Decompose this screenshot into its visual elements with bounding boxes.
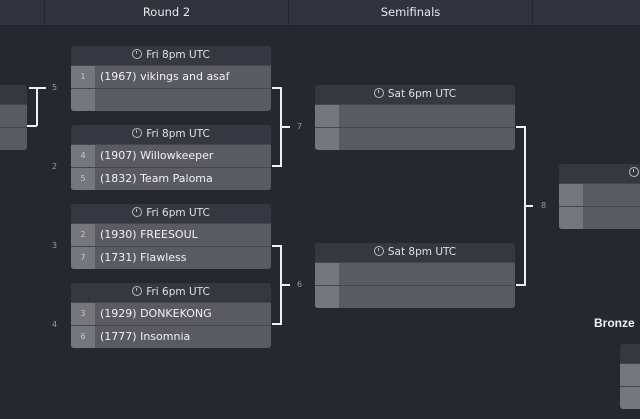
- clock-icon: [629, 167, 639, 177]
- team-row[interactable]: 1 (1967) vikings and asaf: [71, 65, 271, 88]
- match-number: 7: [297, 122, 303, 131]
- header-round-1: [0, 0, 44, 25]
- team-name: [95, 89, 100, 111]
- match-time: [559, 164, 640, 183]
- team-name: (1777) Insomnia: [100, 330, 191, 343]
- team-row[interactable]: 7 (1731) Flawless: [71, 246, 271, 269]
- seed: 2: [71, 224, 95, 246]
- team-row[interactable]: [315, 285, 515, 308]
- seed: 6: [71, 326, 95, 348]
- time-label: Fri 8pm UTC: [146, 49, 210, 61]
- team-name: (1832) Team Paloma: [100, 172, 213, 185]
- match-number: 6: [297, 280, 303, 289]
- header-finals: [532, 0, 640, 25]
- seed: 3: [71, 303, 95, 325]
- semifinal-match-1[interactable]: Sat 6pm UTC: [315, 85, 515, 150]
- bracket-connector: [281, 126, 290, 128]
- seed: 4: [71, 145, 95, 167]
- match-number: 3: [52, 241, 58, 250]
- team-row[interactable]: [315, 127, 515, 150]
- round1-match[interactable]: [0, 85, 27, 150]
- time-label: Fri 8pm UTC: [146, 128, 210, 140]
- team-row[interactable]: [559, 206, 640, 229]
- bracket-connector: [36, 87, 46, 89]
- header-round-2: Round 2: [44, 0, 288, 25]
- team-row[interactable]: [0, 127, 27, 150]
- team-row[interactable]: [315, 104, 515, 127]
- team-row[interactable]: [71, 88, 271, 111]
- seed: [315, 286, 339, 308]
- bracket-connector: [281, 284, 290, 286]
- team-row[interactable]: 4 (1907) Willowkeeper: [71, 144, 271, 167]
- round2-match-4[interactable]: Fri 6pm UTC 3 (1929) DONKEKONG 6 (1777) In…: [71, 283, 271, 348]
- match-header: [0, 85, 27, 104]
- time-label: Fri 6pm UTC: [146, 207, 210, 219]
- seed: 5: [71, 168, 95, 190]
- team-row[interactable]: [315, 262, 515, 285]
- team-row[interactable]: 5 (1832) Team Paloma: [71, 167, 271, 190]
- team-name: (1967) vikings and asaf: [100, 70, 230, 83]
- team-row[interactable]: [620, 363, 640, 386]
- semifinal-match-2[interactable]: Sat 8pm UTC: [315, 243, 515, 308]
- seed: [71, 89, 95, 111]
- team-row[interactable]: [620, 386, 640, 409]
- match-number: 8: [541, 201, 547, 210]
- seed: [0, 128, 27, 150]
- round2-match-3[interactable]: Fri 6pm UTC 2 (1930) FREESOUL 7 (1731) Fla…: [71, 204, 271, 269]
- match-number: 4: [52, 320, 58, 329]
- match-time: Sat 6pm UTC: [315, 85, 515, 104]
- match-time: Fri 8pm UTC: [71, 125, 271, 144]
- seed: [315, 105, 339, 127]
- round2-match-1[interactable]: Fri 8pm UTC 1 (1967) vikings and asaf: [71, 46, 271, 111]
- final-match[interactable]: [559, 164, 640, 229]
- seed: [315, 263, 339, 285]
- team-row[interactable]: [0, 104, 27, 127]
- header-semifinals: Semifinals: [288, 0, 532, 25]
- match-time: Sat 8pm UTC: [315, 243, 515, 262]
- match-time: Fri 8pm UTC: [71, 46, 271, 65]
- clock-icon: [373, 246, 384, 256]
- seed: [559, 207, 583, 229]
- seed: [620, 387, 640, 409]
- seed: 7: [71, 247, 95, 269]
- time-label: Sat 6pm UTC: [387, 88, 457, 100]
- team-name: (1929) DONKEKONG: [100, 307, 212, 320]
- clock-icon: [373, 88, 384, 98]
- team-row[interactable]: 3 (1929) DONKEKONG: [71, 302, 271, 325]
- team-name: (1930) FREESOUL: [100, 228, 198, 241]
- clock-icon: [132, 49, 143, 59]
- bracket-connector: [29, 87, 38, 126]
- team-row[interactable]: [559, 183, 640, 206]
- time-label: Fri 6pm UTC: [146, 286, 210, 298]
- match-time: Fri 6pm UTC: [71, 204, 271, 223]
- bronze-match[interactable]: [620, 344, 640, 409]
- seed: 1: [71, 66, 95, 88]
- seed: [620, 364, 640, 386]
- round-header: Round 2 Semifinals: [0, 0, 640, 26]
- team-row[interactable]: 2 (1930) FREESOUL: [71, 223, 271, 246]
- team-name: (1907) Willowkeeper: [100, 149, 214, 162]
- team-row[interactable]: 6 (1777) Insomnia: [71, 325, 271, 348]
- clock-icon: [132, 128, 143, 138]
- time-label: Sat 8pm UTC: [387, 246, 457, 258]
- seed: [559, 184, 583, 206]
- round2-match-2[interactable]: Fri 8pm UTC 4 (1907) Willowkeeper 5 (1832)…: [71, 125, 271, 190]
- bracket-connector: [525, 205, 533, 207]
- match-header: [620, 344, 640, 363]
- match-number: 5: [52, 83, 58, 92]
- clock-icon: [132, 207, 143, 217]
- bronze-heading: Bronze: [594, 316, 635, 330]
- team-name: (1731) Flawless: [100, 251, 187, 264]
- match-number: 2: [52, 162, 58, 171]
- match-time: Fri 6pm UTC: [71, 283, 271, 302]
- bracket-connector: [27, 125, 37, 127]
- clock-icon: [132, 286, 143, 296]
- seed: [315, 128, 339, 150]
- seed: [0, 105, 27, 127]
